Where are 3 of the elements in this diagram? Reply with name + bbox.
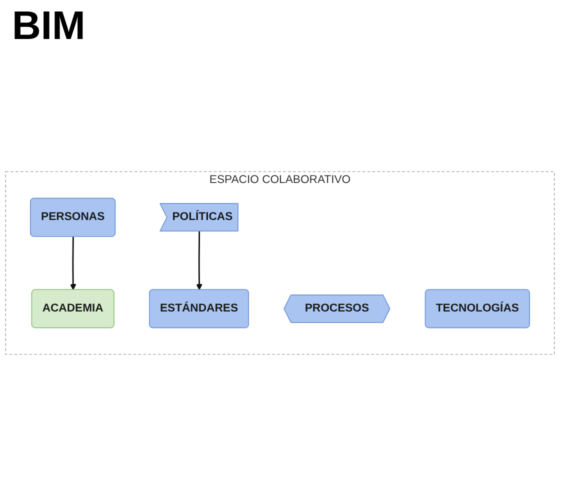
diagram-title: BIM — [12, 4, 86, 49]
arrow — [70, 236, 76, 290]
arrow — [196, 232, 202, 290]
